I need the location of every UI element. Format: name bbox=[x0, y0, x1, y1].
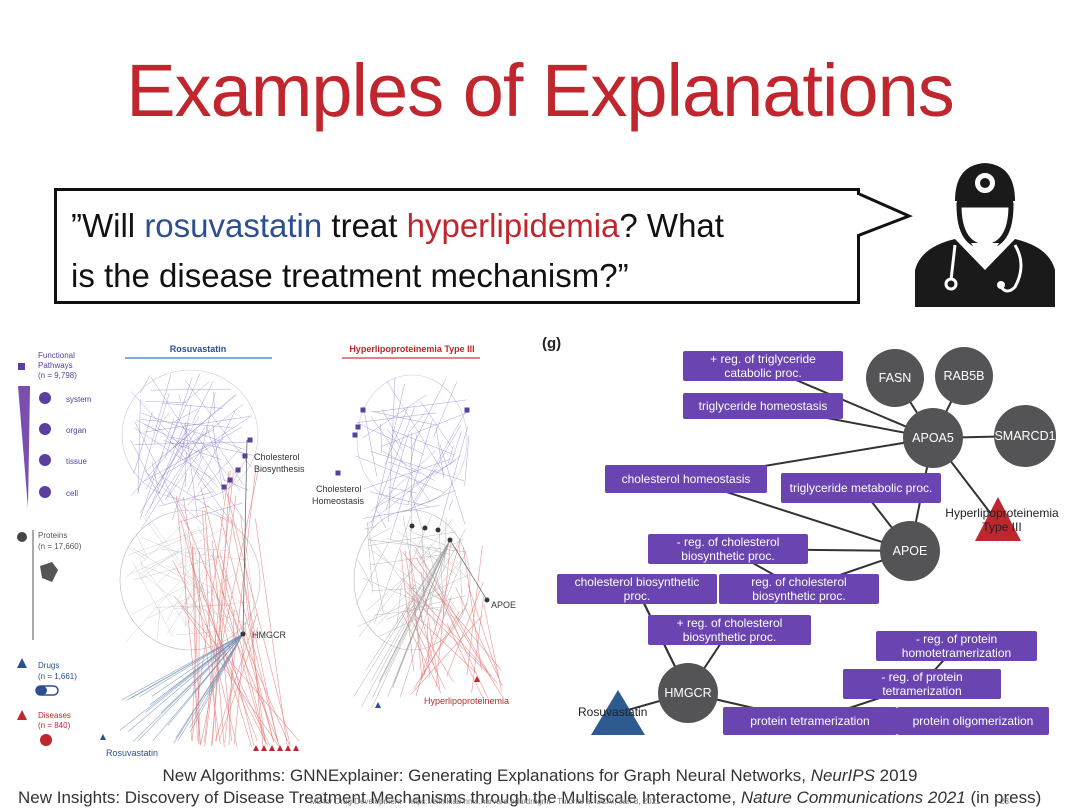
column-label-disease: Hyperlipoproteinemia Type III bbox=[349, 344, 474, 354]
pathway-node: + reg. of cholesterol biosynthetic proc. bbox=[648, 615, 811, 645]
pathway-node: reg. of cholesterol biosynthetic proc. bbox=[719, 574, 879, 604]
svg-text:Biosynthesis: Biosynthesis bbox=[254, 464, 305, 474]
slide-title: Examples of Explanations bbox=[126, 49, 954, 132]
level-organ-label: organ bbox=[66, 426, 86, 435]
protein-node-fasn: FASN bbox=[866, 349, 924, 407]
disease-node bbox=[975, 497, 1021, 541]
drug-node-label: Rosuvastatin bbox=[578, 705, 648, 719]
svg-text:Functional: Functional bbox=[38, 351, 75, 360]
disease-node-label: Hyperlipoproteinemia Type III bbox=[945, 506, 1059, 534]
label-rosuvastatin: Rosuvastatin bbox=[106, 748, 158, 758]
svg-text:Cholesterol: Cholesterol bbox=[254, 452, 300, 462]
page-number: 23 bbox=[1000, 797, 1009, 806]
protein-node-apoa5: APOA5 bbox=[903, 408, 963, 468]
svg-text:Cholesterol: Cholesterol bbox=[316, 484, 362, 494]
label-apoe: APOE bbox=[491, 600, 516, 610]
question-line-2: is the disease treatment mechanism?” bbox=[71, 257, 629, 294]
level-system-label: system bbox=[66, 395, 92, 404]
svg-text:Proteins: Proteins bbox=[38, 531, 67, 540]
level-cell-icon bbox=[39, 486, 51, 498]
pathway-node: cholesterol homeostasis bbox=[605, 465, 767, 493]
pathway-node: protein oligomerization bbox=[897, 707, 1049, 735]
svg-text:(n = 1,661): (n = 1,661) bbox=[38, 672, 77, 681]
pathway-node: protein tetramerization bbox=[723, 707, 897, 735]
level-tissue-icon bbox=[39, 454, 51, 466]
pathway-node: cholesterol biosynthetic proc. bbox=[557, 574, 717, 604]
pathway-node: - reg. of protein tetramerization bbox=[843, 669, 1001, 699]
pathway-node: - reg. of cholesterol biosynthetic proc. bbox=[648, 534, 808, 564]
tutorial-note: ML for Drug Development - https://zitnik… bbox=[310, 797, 661, 806]
multiscale-interactome-figure: Rosuvastatin Hyperlipoproteinemia Type I… bbox=[17, 344, 516, 758]
footer-insights: New Insights: Discovery of Disease Treat… bbox=[18, 788, 1042, 807]
protein-node-rab5b: RAB5B bbox=[935, 347, 993, 405]
doctor-icon bbox=[915, 163, 1055, 307]
footer-algorithms: New Algorithms: GNNExplainer: Generating… bbox=[162, 766, 918, 785]
question-line-1: ”Will rosuvastatin treat hyperlipidemia?… bbox=[71, 207, 724, 244]
question-drug: rosuvastatin bbox=[144, 207, 323, 244]
pathway-node: - reg. of protein homotetramerization bbox=[876, 631, 1037, 661]
svg-text:Diseases: Diseases bbox=[38, 711, 71, 720]
svg-text:(n = 9,798): (n = 9,798) bbox=[38, 371, 77, 380]
protein-node-smarcd1: SMARCD1 bbox=[994, 405, 1056, 467]
level-organ-icon bbox=[39, 423, 51, 435]
protein-node-hmgcr: HMGCR bbox=[658, 663, 718, 723]
drug-node bbox=[591, 690, 645, 735]
level-tissue-label: tissue bbox=[66, 457, 87, 466]
svg-text:(n = 17,660): (n = 17,660) bbox=[38, 542, 82, 551]
question-bubble: ”Will rosuvastatin treat hyperlipidemia?… bbox=[54, 188, 860, 304]
svg-text:Drugs: Drugs bbox=[38, 661, 59, 670]
label-hmgcr: HMGCR bbox=[252, 630, 286, 640]
bubble-tail bbox=[857, 191, 913, 238]
protein-node-apoe: APOE bbox=[880, 521, 940, 581]
level-system-icon bbox=[39, 392, 51, 404]
svg-text:Pathways: Pathways bbox=[38, 361, 73, 370]
question-disease: hyperlipidemia bbox=[406, 207, 620, 244]
level-cell-label: cell bbox=[66, 489, 78, 498]
pathway-node: triglyceride metabolic proc. bbox=[781, 473, 941, 503]
panel-label: (g) bbox=[542, 335, 561, 352]
head-icon bbox=[40, 734, 52, 746]
scale-wedge bbox=[18, 386, 30, 508]
protein-icon bbox=[40, 562, 58, 582]
pathway-node: triglyceride homeostasis bbox=[683, 393, 843, 419]
svg-text:Homeostasis: Homeostasis bbox=[312, 496, 365, 506]
column-label-drug: Rosuvastatin bbox=[170, 344, 227, 354]
pathway-node: + reg. of triglyceride catabolic proc. bbox=[683, 351, 843, 381]
svg-text:(n = 840): (n = 840) bbox=[38, 721, 71, 730]
label-hyperlipo: Hyperlipoproteinemia bbox=[424, 696, 509, 706]
